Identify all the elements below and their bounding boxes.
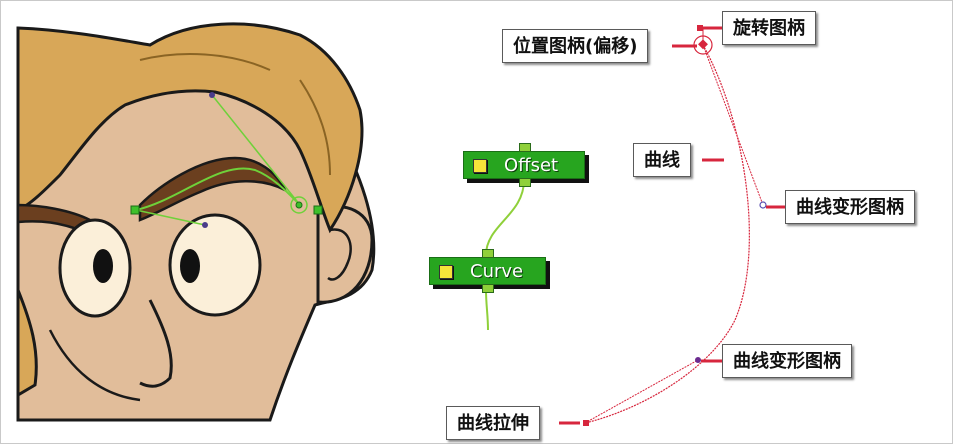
pupil-left xyxy=(93,249,113,283)
deformer-point[interactable] xyxy=(209,92,215,98)
curve-output-port[interactable] xyxy=(482,284,494,293)
deformer-point[interactable] xyxy=(295,201,303,209)
hair xyxy=(16,22,364,234)
offset-input-port[interactable] xyxy=(519,143,531,152)
offset-output-port[interactable] xyxy=(519,178,531,187)
curve-stretch-handle[interactable] xyxy=(583,420,589,426)
cheek-line xyxy=(48,329,141,402)
hair-strand xyxy=(299,79,331,176)
deformer-rotation-ring[interactable] xyxy=(290,196,308,214)
node-output-wire xyxy=(485,289,489,331)
eye-right xyxy=(168,213,262,317)
curve-node-label: Curve xyxy=(470,261,524,282)
node-enable-toggle[interactable] xyxy=(473,159,487,173)
deform-handle-line-upper xyxy=(702,44,764,206)
deform-handle-lower[interactable] xyxy=(695,357,701,363)
callout-curve-stretch: 曲线拉伸 xyxy=(446,406,540,440)
hair-left-side xyxy=(16,289,38,398)
deformation-curve-diagram xyxy=(559,25,785,426)
rotation-handle[interactable] xyxy=(697,25,703,31)
position-handle[interactable] xyxy=(698,39,708,50)
deformer-point[interactable] xyxy=(130,205,140,215)
deform-handle-upper[interactable] xyxy=(759,201,767,209)
node-connection-wire xyxy=(485,179,525,256)
character-face xyxy=(16,22,376,422)
callout-position-handle: 位置图柄(偏移) xyxy=(502,29,649,63)
deformer-curve xyxy=(135,167,301,211)
callout-deform-handle-upper: 曲线变形图柄 xyxy=(785,190,915,224)
ear-inner xyxy=(327,228,352,281)
deformer-point[interactable] xyxy=(202,222,208,228)
callout-rotation-handle: 旋转图柄 xyxy=(722,11,816,45)
curve-input-port[interactable] xyxy=(482,249,494,258)
eyebrow-deformer xyxy=(130,92,323,228)
pupil-right xyxy=(180,249,200,283)
deformation-curve xyxy=(584,44,750,424)
deformer-handle-line xyxy=(211,94,301,206)
offset-node[interactable]: Offset xyxy=(463,143,585,187)
deformer-point[interactable] xyxy=(313,205,323,215)
nose xyxy=(139,299,173,388)
offset-node-label: Offset xyxy=(504,155,559,176)
callout-deform-handle-lower: 曲线变形图柄 xyxy=(722,344,852,378)
deformer-handle-line xyxy=(135,209,206,226)
deform-handle-line-lower xyxy=(584,359,699,424)
curve-node[interactable]: Curve xyxy=(429,249,546,293)
callout-curve: 曲线 xyxy=(633,143,691,177)
hair-strand xyxy=(139,53,271,71)
node-enable-toggle[interactable] xyxy=(439,265,453,279)
